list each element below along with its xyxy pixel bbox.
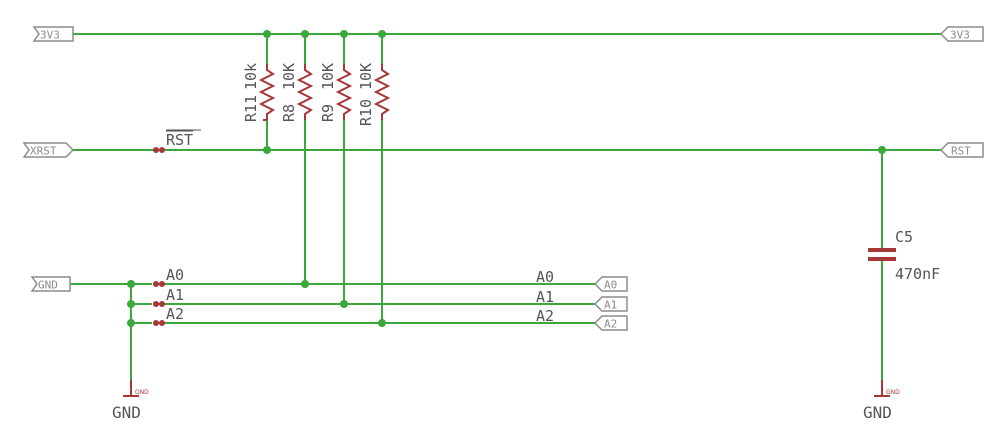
r11-value-label: 10k bbox=[242, 63, 260, 90]
junction-dot bbox=[263, 146, 271, 154]
port-a0[interactable]: A0 bbox=[593, 276, 628, 292]
jumper-a0[interactable] bbox=[153, 281, 165, 287]
r8-value-label: 10K bbox=[280, 63, 298, 90]
r10-name-label: R10 bbox=[357, 99, 375, 126]
gnd-label-right: GND bbox=[863, 403, 892, 422]
r9-value-label: 10K bbox=[319, 63, 337, 90]
port-gnd[interactable]: GND bbox=[30, 276, 71, 292]
jumper-a1[interactable] bbox=[153, 301, 165, 307]
ground-symbol-right[interactable]: GND bbox=[874, 380, 900, 397]
junction-dot bbox=[301, 280, 309, 288]
resistor-r8[interactable] bbox=[296, 64, 314, 120]
a1-net-label-left: A1 bbox=[166, 286, 184, 304]
junction-dot bbox=[340, 30, 348, 38]
junction-dot bbox=[340, 300, 348, 308]
junction-dot bbox=[127, 300, 135, 308]
r9-name-label: R9 bbox=[319, 104, 337, 122]
a1-net-label-right: A1 bbox=[536, 288, 554, 306]
junction-dot bbox=[263, 30, 271, 38]
port-rst[interactable]: RST bbox=[939, 142, 984, 158]
a0-net-label-left: A0 bbox=[166, 266, 184, 284]
gnd-small-label-left: GND bbox=[135, 389, 149, 396]
port-a0-label: A0 bbox=[604, 279, 617, 292]
a2-net-label-right: A2 bbox=[536, 307, 554, 325]
port-3v3-left[interactable]: 3V3 bbox=[32, 26, 74, 42]
r10-value-label: 10K bbox=[357, 63, 375, 90]
a0-net-label-right: A0 bbox=[536, 268, 554, 286]
rst-net-label: RST bbox=[166, 131, 193, 149]
junction-dot bbox=[378, 30, 386, 38]
port-3v3-right-label: 3V3 bbox=[950, 29, 970, 42]
port-3v3-left-label: 3V3 bbox=[40, 29, 60, 42]
resistor-r10[interactable] bbox=[373, 64, 391, 120]
junction-dot bbox=[301, 30, 309, 38]
port-a2[interactable]: A2 bbox=[593, 315, 628, 331]
jumper-a2[interactable] bbox=[153, 320, 165, 326]
port-xrst[interactable]: XRST bbox=[22, 142, 75, 158]
junction-dot bbox=[127, 319, 135, 327]
port-xrst-label: XRST bbox=[30, 145, 57, 158]
resistor-r9[interactable] bbox=[335, 64, 353, 120]
a2-net-label-left: A2 bbox=[166, 305, 184, 323]
port-a1-label: A1 bbox=[604, 299, 617, 312]
capacitor-c5[interactable] bbox=[868, 248, 896, 261]
ground-symbol-left[interactable]: GND bbox=[123, 380, 149, 397]
port-3v3-right[interactable]: 3V3 bbox=[939, 26, 984, 42]
c5-name-label: C5 bbox=[895, 228, 913, 246]
gnd-small-label-right: GND bbox=[886, 389, 900, 396]
port-gnd-label: GND bbox=[38, 279, 58, 292]
junction-dot bbox=[878, 146, 886, 154]
r11-name-label: R11 bbox=[242, 95, 260, 122]
port-rst-label: RST bbox=[951, 145, 971, 158]
c5-value-label: 470nF bbox=[895, 265, 940, 283]
gnd-label-left: GND bbox=[112, 403, 141, 422]
r8-name-label: R8 bbox=[280, 104, 298, 122]
wires bbox=[70, 33, 941, 380]
junction-dot bbox=[378, 319, 386, 327]
port-a1[interactable]: A1 bbox=[593, 296, 628, 312]
junctions bbox=[127, 30, 886, 327]
jumper-rst[interactable] bbox=[153, 147, 165, 153]
resistor-r11[interactable] bbox=[258, 64, 276, 121]
port-a2-label: A2 bbox=[604, 318, 617, 331]
junction-dot bbox=[127, 280, 135, 288]
